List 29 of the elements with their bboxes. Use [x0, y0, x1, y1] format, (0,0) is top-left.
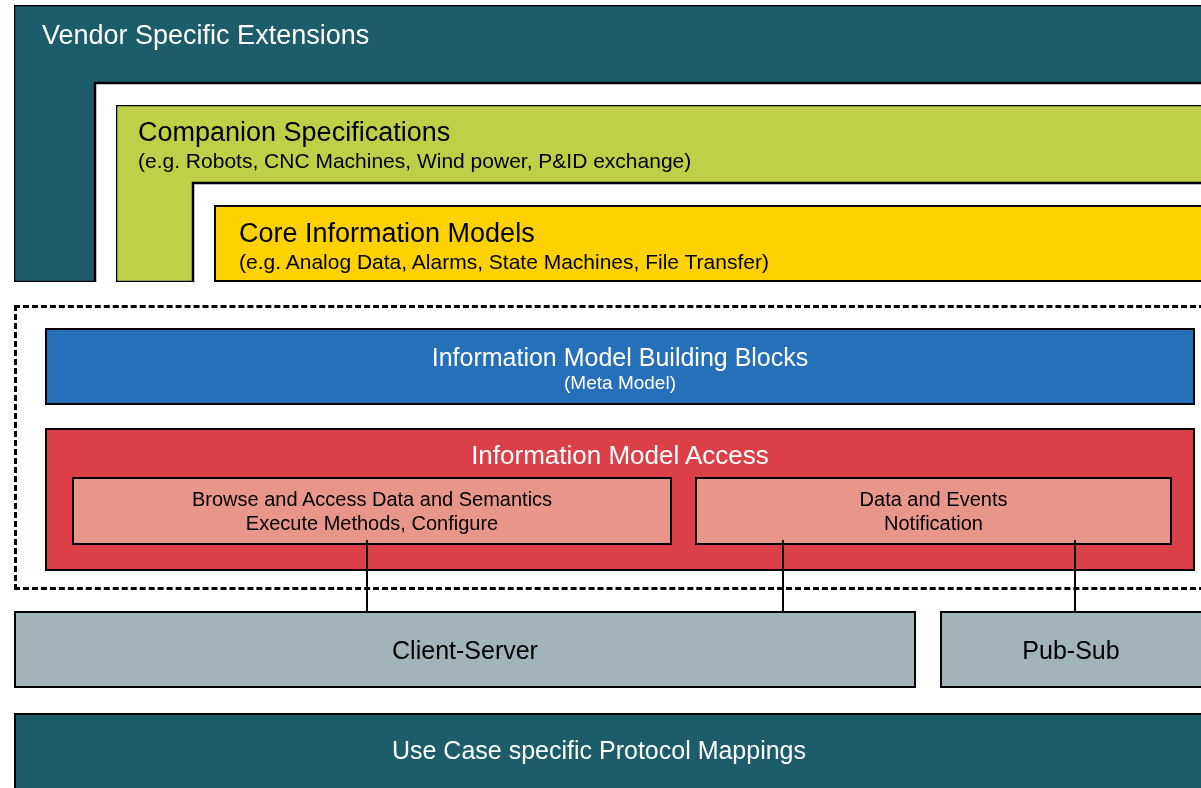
subtitle-text: (Meta Model) [564, 372, 676, 395]
connector-line [782, 539, 784, 612]
subtitle-text: Execute Methods, Configure [245, 511, 499, 535]
dashed-group-box [14, 305, 1201, 590]
function-box [695, 477, 1172, 545]
heading-text: Vendor Specific Extensions [42, 19, 371, 52]
connector-line [366, 539, 368, 612]
subtitle-text: Notification [884, 511, 983, 535]
connector-line [1074, 539, 1076, 612]
heading-text: Data and Events [859, 487, 1008, 511]
transport-box [14, 611, 916, 688]
heading-text: Information Model Access [471, 440, 769, 472]
heading-text: Use Case specific Protocol Mappings [391, 735, 807, 765]
transport-box [940, 611, 1201, 688]
subtitle-text: (e.g. Analog Data, Alarms, State Machines, File Transfer) [239, 249, 770, 275]
heading-text: Information Model Building Blocks [431, 342, 809, 372]
layer-band [116, 105, 1201, 282]
function-box [72, 477, 672, 545]
heading-text: Companion Specifications [138, 116, 452, 149]
heading-text: Pub-Sub [1022, 634, 1120, 665]
layer-box [45, 328, 1195, 405]
heading-text: Core Information Models [239, 217, 536, 250]
subtitle-text: (e.g. Robots, CNC Machines, Wind power, P&ID exchange) [138, 148, 693, 174]
layer-box [214, 205, 1201, 282]
layer-band [14, 713, 1201, 788]
layer-box [45, 428, 1195, 571]
heading-text: Client-Server [392, 634, 538, 665]
heading-text: Browse and Access Data and Semantics [191, 487, 553, 511]
layer-band [14, 5, 1201, 282]
